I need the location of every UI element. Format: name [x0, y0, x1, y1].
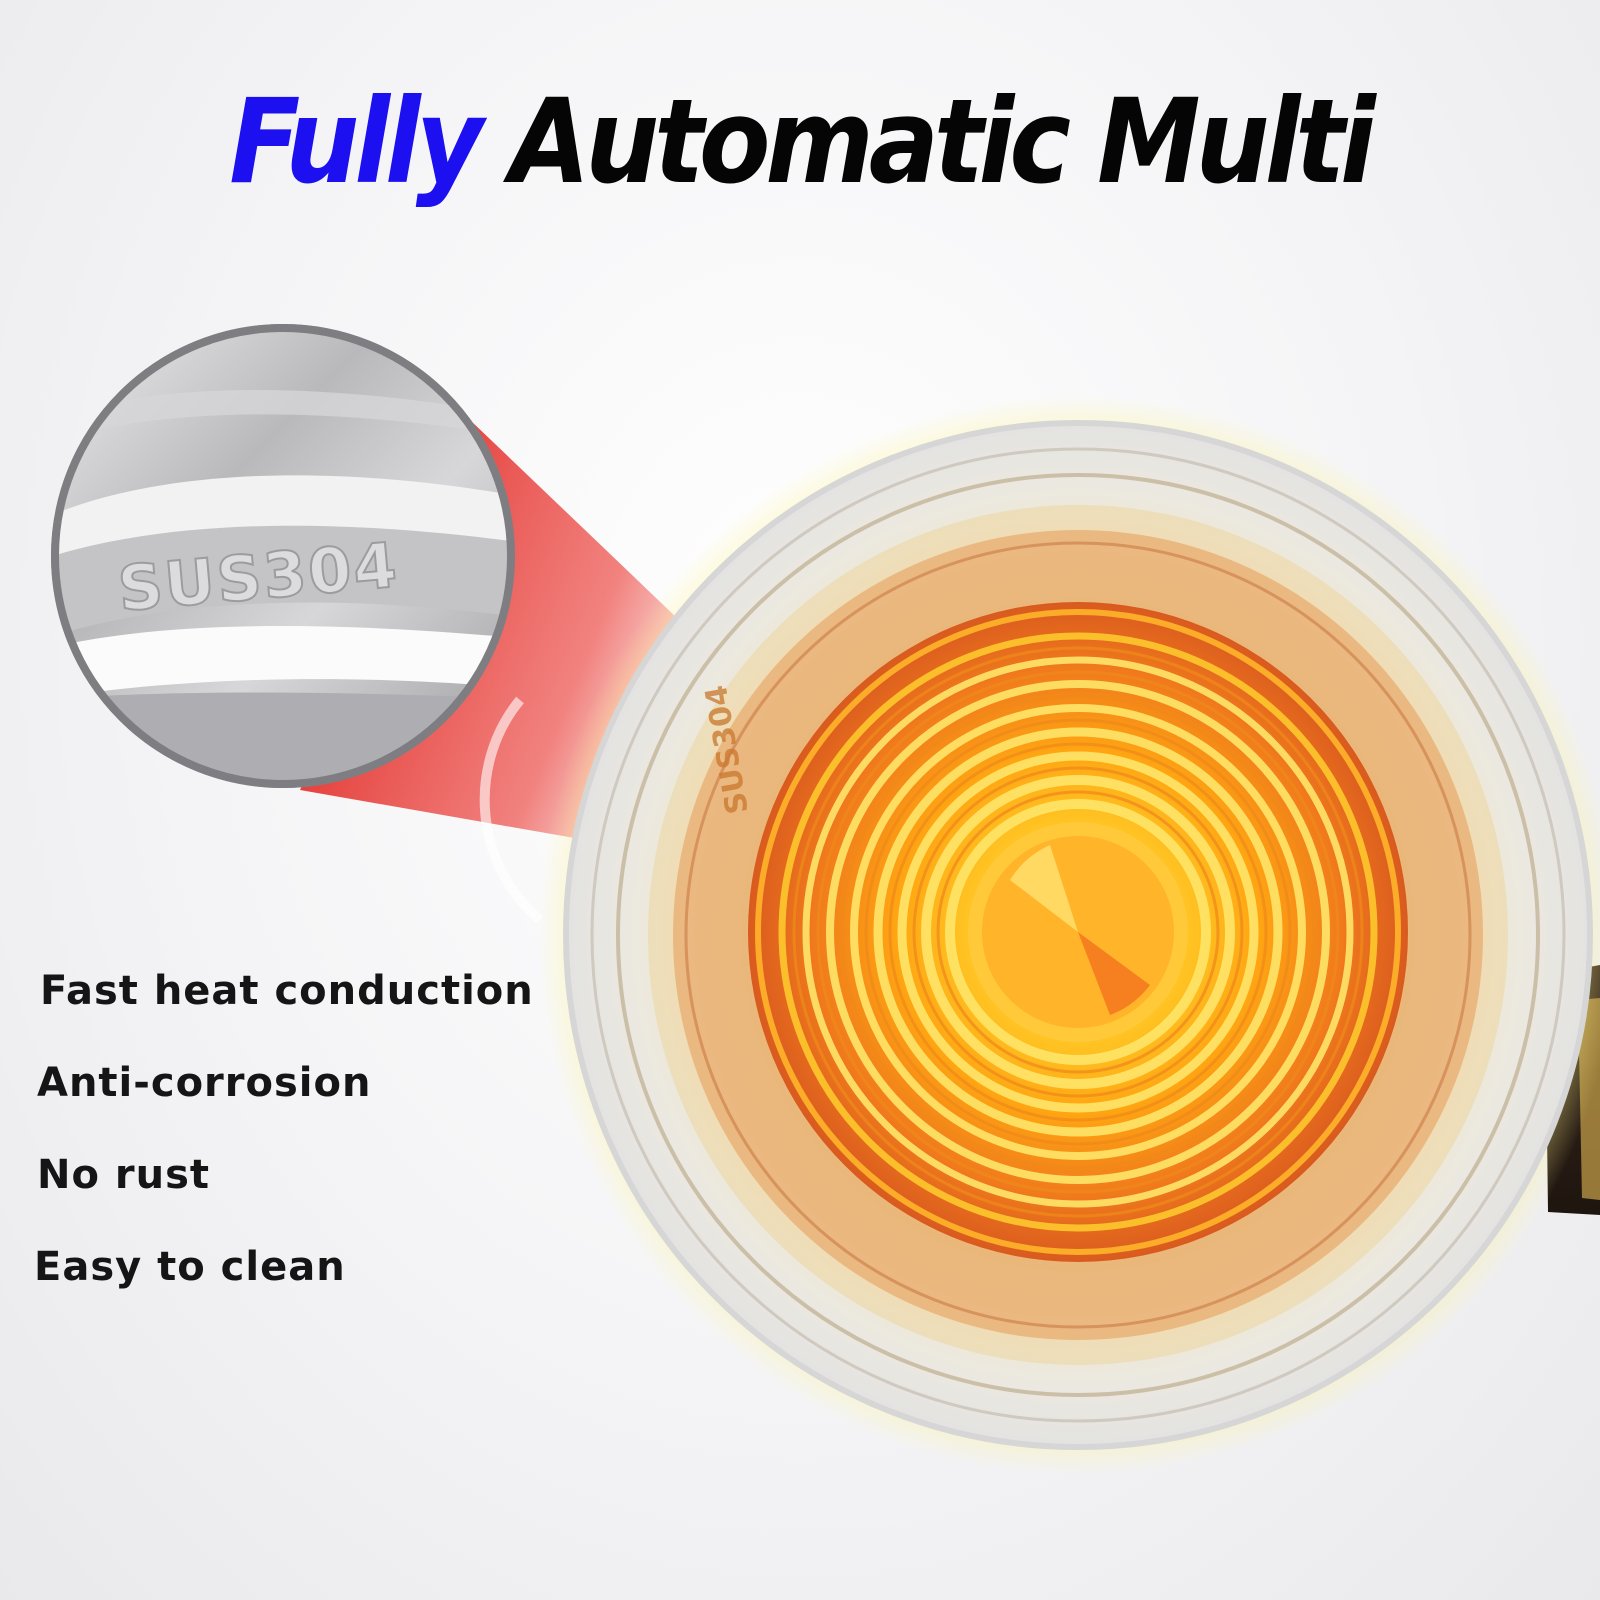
headline-rest: Automatic Multi [509, 73, 1376, 211]
heating-element [748, 602, 1408, 1262]
feature-fast-heat: Fast heat conduction [40, 968, 534, 1014]
feature-anti-corrosion: Anti-corrosion [37, 1060, 372, 1106]
headline-accent: Fully [229, 73, 483, 211]
zoom-inset: SUS304 [51, 324, 515, 788]
feature-no-rust: No rust [37, 1152, 211, 1198]
headline: Fully Automatic Multi [0, 78, 1600, 206]
feature-easy-clean: Easy to clean [34, 1244, 346, 1290]
